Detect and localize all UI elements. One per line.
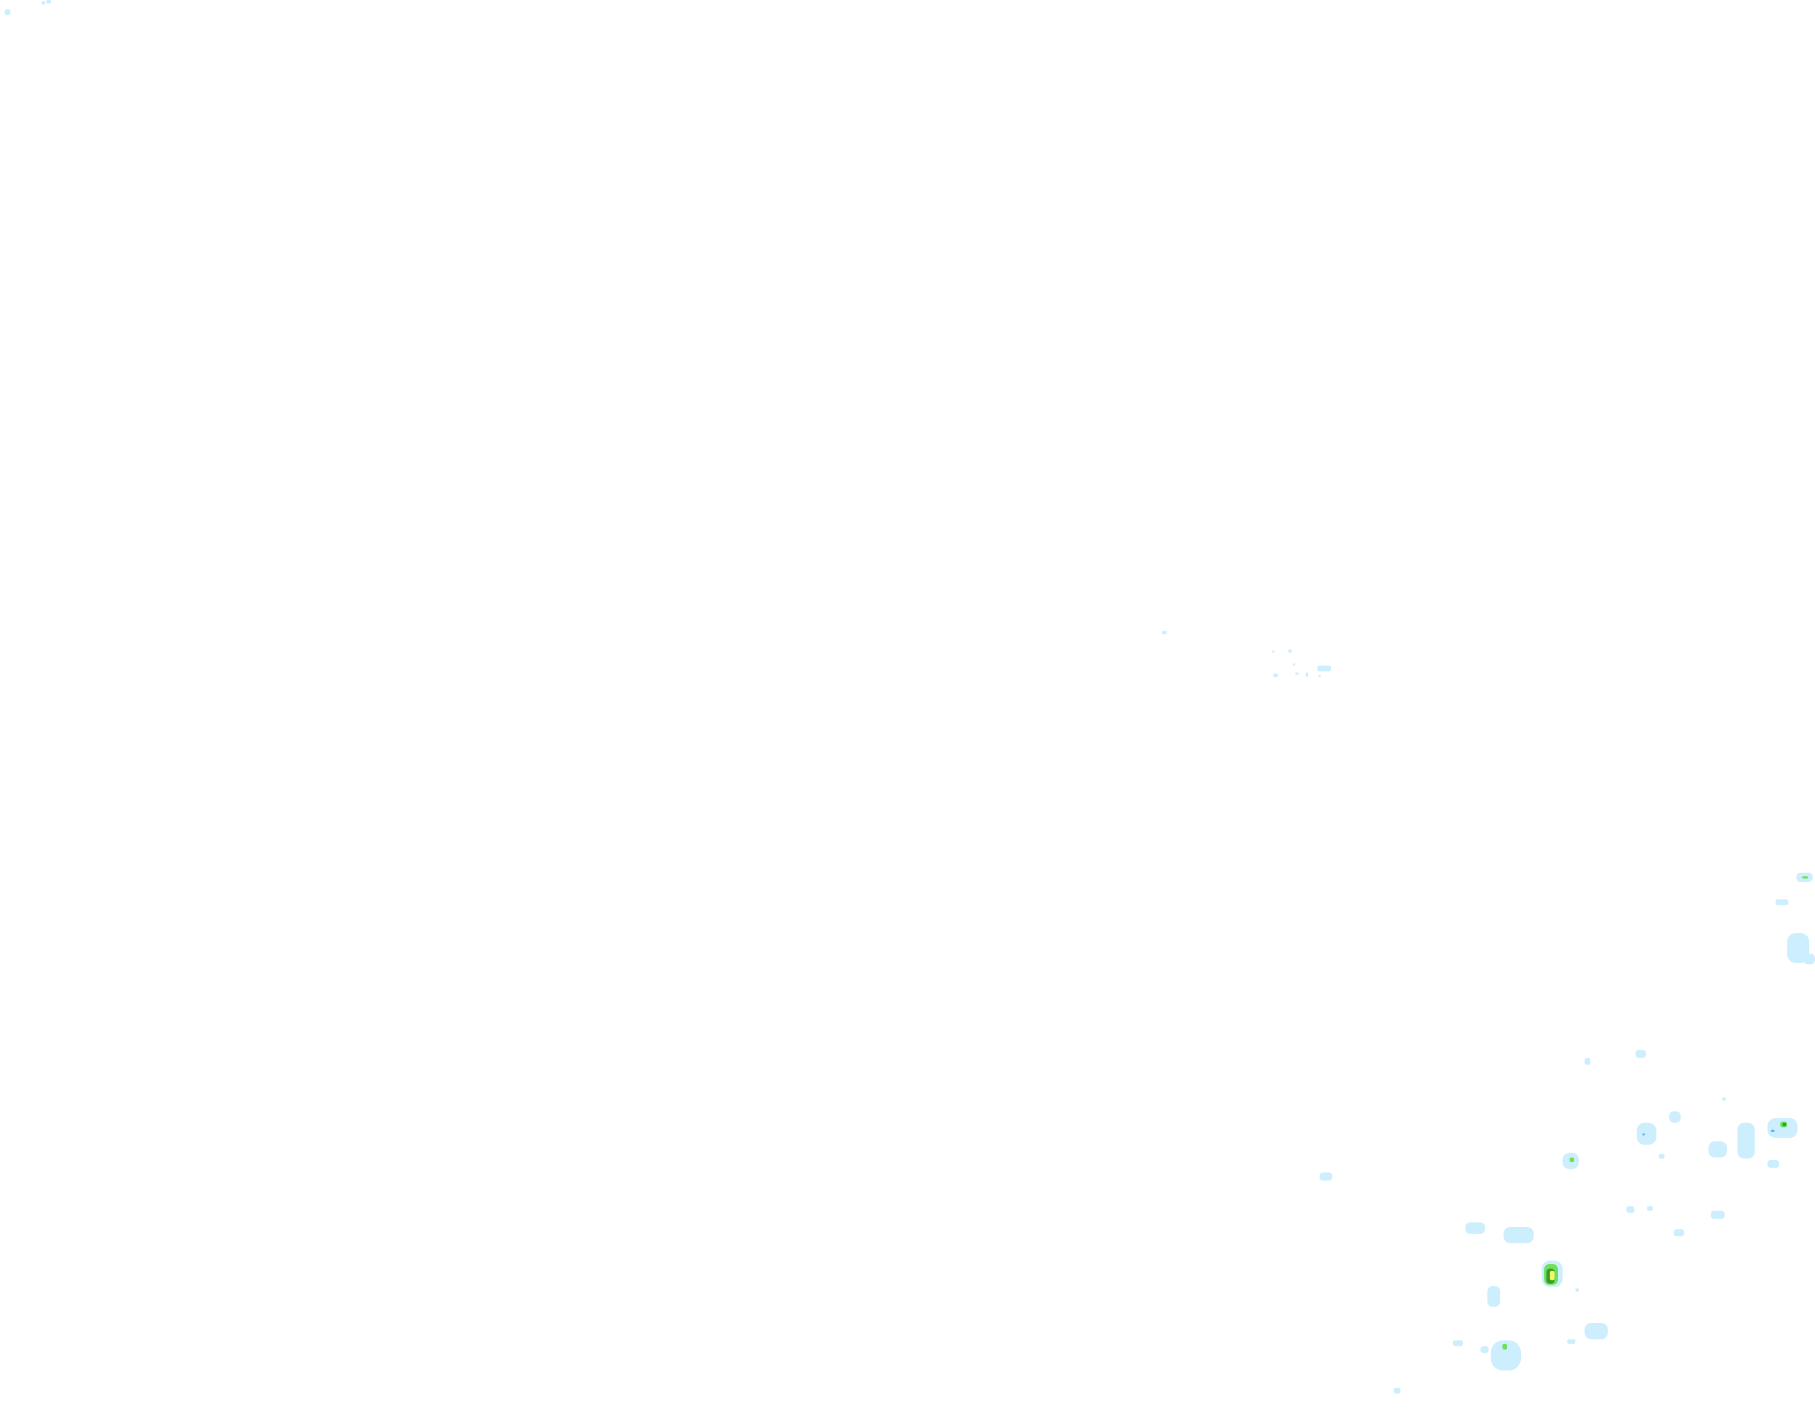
precipitation-cell-light xyxy=(1775,899,1789,906)
precipitation-cell-light xyxy=(1636,1122,1657,1145)
precipitation-cell-moderate-heavy xyxy=(1782,1122,1787,1127)
precipitation-cell-light xyxy=(1669,1111,1681,1123)
precipitation-cell-light xyxy=(1767,1159,1780,1168)
precipitation-cell-light xyxy=(1635,1049,1646,1058)
precipitation-cell-light xyxy=(1567,1339,1576,1344)
precipitation-cell-moderate-light xyxy=(1642,1133,1645,1136)
precipitation-cell-light xyxy=(1393,1387,1401,1394)
precipitation-cell-light xyxy=(1584,1323,1608,1340)
precipitation-cell-light xyxy=(1584,1057,1591,1065)
precipitation-cell-moderate xyxy=(1502,1343,1508,1350)
precipitation-cell-light xyxy=(1767,1118,1798,1138)
precipitation-cell-light xyxy=(41,1,46,5)
precipitation-cell-light xyxy=(1708,1141,1727,1158)
precipitation-cell-light xyxy=(1710,1210,1725,1219)
precipitation-cell-light xyxy=(4,9,11,16)
precipitation-cell-light xyxy=(1673,1229,1685,1237)
precipitation-cell-moderate xyxy=(1569,1157,1575,1163)
precipitation-cell-light xyxy=(1803,953,1815,965)
precipitation-cell-light xyxy=(1503,1226,1534,1244)
precipitation-cell-light xyxy=(1292,663,1296,666)
precipitation-cell-moderate-light xyxy=(1770,1129,1775,1133)
precipitation-cell-light xyxy=(1305,672,1308,678)
precipitation-cell-light xyxy=(1575,1288,1579,1292)
precipitation-cell-light xyxy=(1626,1206,1635,1214)
precipitation-cell-light xyxy=(46,0,51,4)
precipitation-cell-light xyxy=(1490,1340,1521,1371)
precipitation-cell-light xyxy=(1273,673,1278,678)
precipitation-cell-light xyxy=(1487,1285,1501,1307)
precipitation-cell-heavy xyxy=(1549,1270,1555,1281)
precipitation-cell-light xyxy=(1722,1097,1726,1101)
precipitation-cell-light xyxy=(1318,674,1321,678)
precipitation-cell-light xyxy=(1288,649,1292,653)
precipitation-cell-light xyxy=(1465,1222,1486,1234)
precipitation-cell-light xyxy=(1737,1122,1755,1159)
precipitation-cell-light xyxy=(1162,630,1167,635)
precipitation-cell-light xyxy=(1658,1154,1665,1159)
precipitation-cell-light xyxy=(1295,672,1299,675)
precipitation-cell-light xyxy=(1272,650,1275,653)
precipitation-cell-moderate xyxy=(1802,876,1809,879)
precipitation-cell-light xyxy=(1319,1172,1333,1181)
precipitation-cell-light xyxy=(1480,1346,1489,1354)
precipitation-cell-light xyxy=(1452,1340,1464,1347)
precipitation-cell-light xyxy=(1787,932,1810,964)
precipitation-cell-light xyxy=(1647,1206,1653,1211)
precipitation-cell-light xyxy=(1317,665,1332,672)
